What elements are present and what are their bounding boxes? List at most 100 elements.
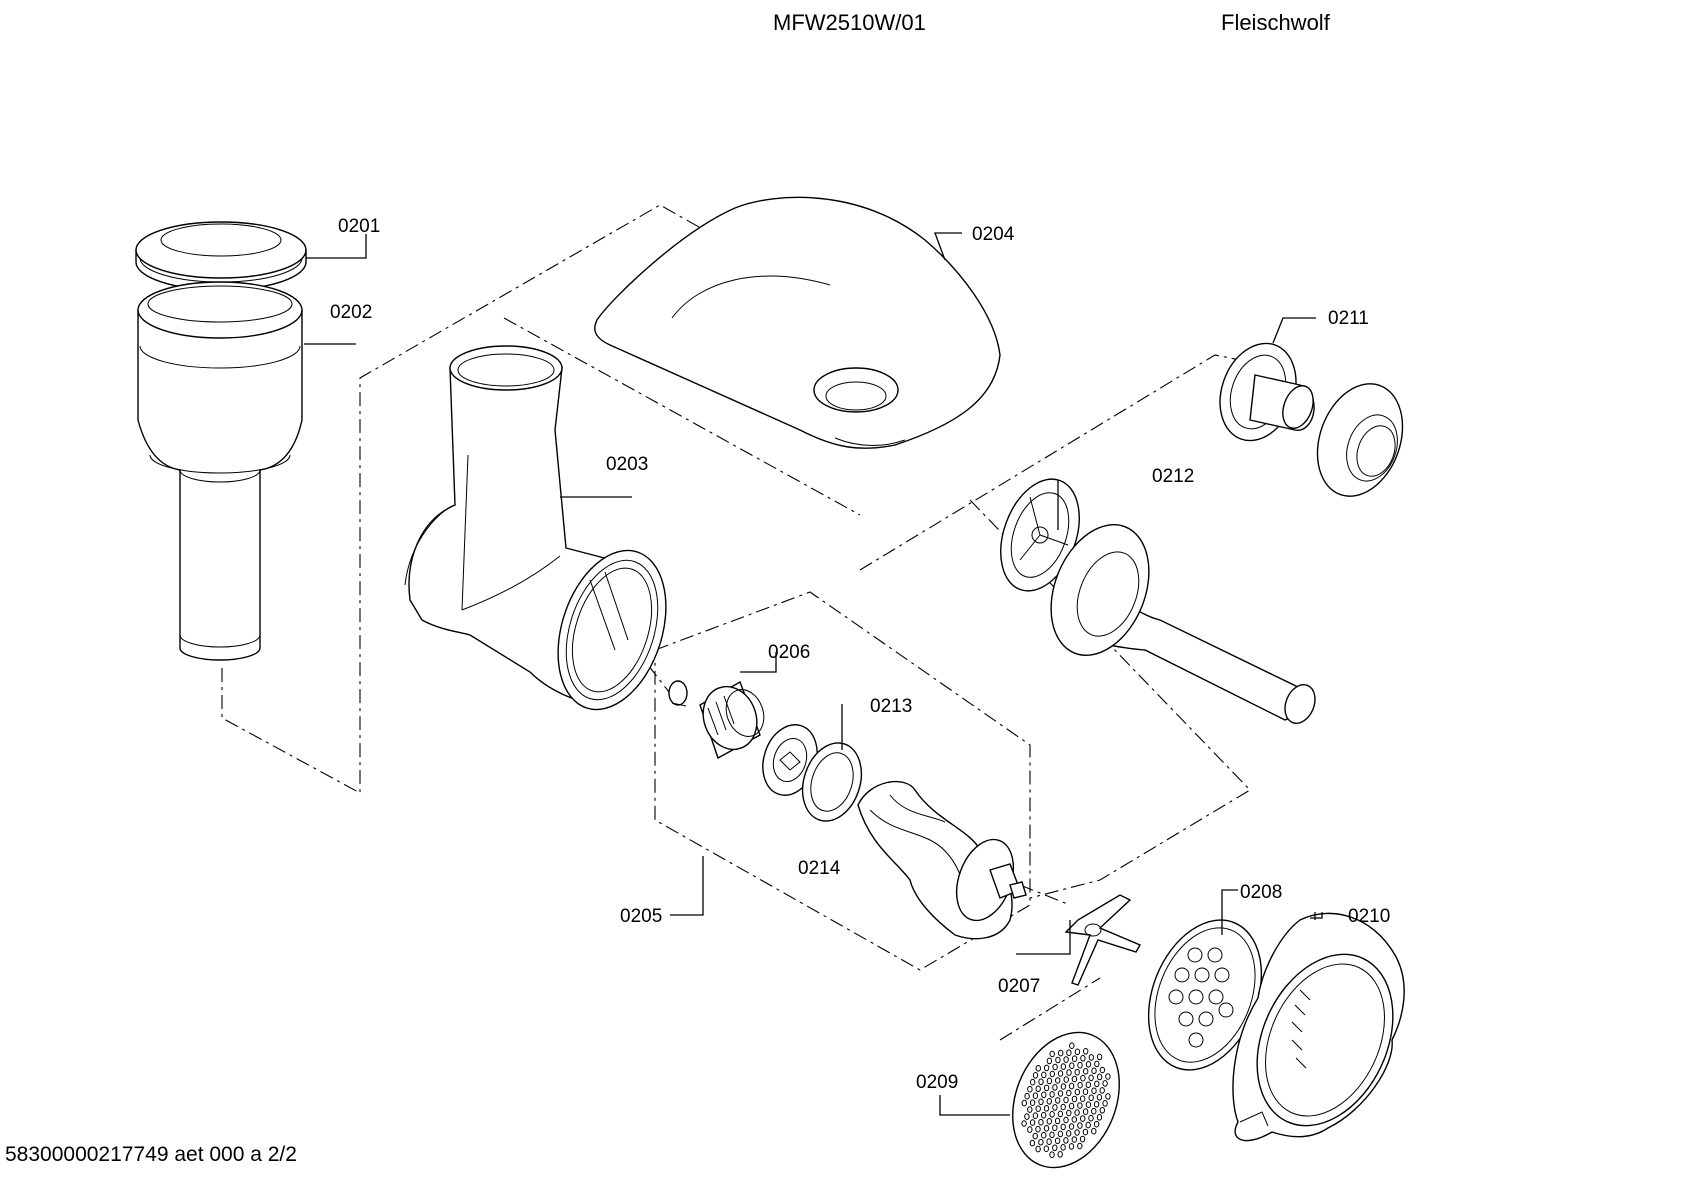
disc-hole <box>1077 1142 1083 1150</box>
disc-hole <box>1099 1107 1106 1114</box>
disc-hole <box>1096 1094 1103 1101</box>
disc-hole <box>1068 1082 1075 1090</box>
label-0212: 0212 <box>1152 466 1194 487</box>
part-0209-fine-disc <box>1012 1031 1120 1169</box>
disc-hole <box>1099 1066 1106 1074</box>
label-0204: 0204 <box>972 224 1015 245</box>
disc-hole <box>1074 1109 1080 1116</box>
label-0207: 0207 <box>998 976 1040 997</box>
disc-hole <box>1057 1090 1064 1097</box>
disc-hole <box>1057 1130 1064 1138</box>
part-0210-ring-nut <box>1232 912 1405 1142</box>
disc-hole <box>1035 1105 1041 1112</box>
disc-hole <box>1074 1068 1080 1076</box>
part-0204-tray <box>594 196 1001 449</box>
leader-lines <box>304 232 1323 1116</box>
disc-hole <box>1068 1143 1075 1150</box>
disc-hole <box>1049 1111 1055 1118</box>
disc-hole <box>1066 1069 1072 1076</box>
disc-hole <box>1096 1114 1103 1121</box>
disc-hole <box>1046 1098 1053 1105</box>
disc-hole <box>1049 1091 1055 1098</box>
disc-hole <box>1052 1104 1058 1111</box>
disc-hole <box>1068 1102 1075 1110</box>
fine-disc-holes <box>1021 1042 1111 1158</box>
part-0203-housing <box>404 345 667 711</box>
label-0209: 0209 <box>916 1072 958 1093</box>
disc-hole <box>1082 1108 1089 1115</box>
disc-hole <box>1052 1084 1058 1091</box>
disc-hole <box>1058 1049 1064 1057</box>
disc-hole <box>1057 1110 1064 1118</box>
disc-hole <box>1066 1049 1072 1056</box>
disc-hole <box>1080 1095 1086 1102</box>
disc-hole <box>1060 1063 1067 1070</box>
disc-hole <box>1024 1113 1030 1120</box>
disc-hole <box>1063 1076 1069 1083</box>
disc-hole <box>1083 1048 1089 1055</box>
disc-hole <box>1046 1138 1052 1145</box>
disc-hole <box>1035 1145 1041 1153</box>
label-0208: 0208 <box>1240 882 1282 903</box>
disc-hole <box>1021 1120 1027 1127</box>
disc-hole <box>1035 1085 1041 1093</box>
disc-hole <box>1088 1094 1094 1102</box>
disc-hole <box>1071 1116 1078 1123</box>
disc-hole <box>1049 1070 1056 1078</box>
disc-hole <box>1071 1136 1078 1143</box>
disc-hole <box>1038 1118 1044 1126</box>
disc-hole <box>1043 1084 1050 1092</box>
disc-hole <box>1093 1101 1100 1108</box>
disc-hole <box>1041 1071 1047 1079</box>
disc-hole <box>1021 1099 1028 1107</box>
disc-hole <box>1083 1068 1089 1075</box>
disc-hole <box>1063 1096 1069 1104</box>
disc-hole <box>1105 1073 1111 1080</box>
disc-hole <box>1077 1081 1083 1089</box>
disc-hole <box>1032 1072 1039 1079</box>
disc-hole <box>1038 1138 1044 1146</box>
label-0214: 0214 <box>798 858 841 879</box>
disc-hole <box>1088 1054 1095 1061</box>
part-0206-drive-gear <box>668 680 765 760</box>
disc-hole <box>1077 1102 1083 1109</box>
disc-hole <box>1082 1128 1089 1136</box>
disc-hole <box>1032 1092 1039 1099</box>
part-0207-knife <box>1064 894 1141 986</box>
disc-hole <box>1082 1088 1089 1095</box>
disc-hole <box>1096 1053 1103 1061</box>
disc-hole <box>1066 1109 1072 1117</box>
disc-hole <box>1060 1123 1066 1131</box>
disc-hole <box>1041 1111 1047 1119</box>
label-0210: 0210 <box>1348 906 1390 927</box>
disc-hole <box>1071 1075 1078 1083</box>
disc-hole <box>1029 1119 1036 1126</box>
disc-hole <box>1027 1106 1033 1113</box>
disc-hole <box>1063 1137 1069 1144</box>
disc-hole <box>1054 1137 1061 1145</box>
disc-hole <box>1043 1064 1050 1072</box>
part-0212-sausage-nozzle <box>1000 478 1316 724</box>
part-0213-seal <box>801 742 863 822</box>
disc-hole <box>1077 1061 1083 1069</box>
disc-hole <box>1080 1115 1086 1122</box>
disc-hole <box>1079 1135 1086 1143</box>
disc-hole <box>1066 1130 1072 1137</box>
disc-hole <box>1071 1055 1078 1062</box>
diagram-title: Fleischwolf <box>1221 10 1330 35</box>
disc-hole <box>1029 1139 1036 1147</box>
label-0201: 0201 <box>338 216 380 237</box>
disc-hole <box>1041 1091 1047 1099</box>
label-0205: 0205 <box>620 906 662 927</box>
disc-hole <box>1030 1078 1036 1086</box>
disc-hole <box>1055 1056 1061 1064</box>
disc-hole <box>1046 1118 1053 1125</box>
disc-hole <box>1091 1127 1097 1135</box>
disc-hole <box>1102 1080 1108 1087</box>
disc-hole <box>1088 1074 1094 1082</box>
disc-hole <box>1074 1088 1081 1096</box>
disc-hole <box>1066 1089 1072 1097</box>
disc-hole <box>1077 1122 1083 1129</box>
disc-hole <box>1071 1095 1078 1103</box>
